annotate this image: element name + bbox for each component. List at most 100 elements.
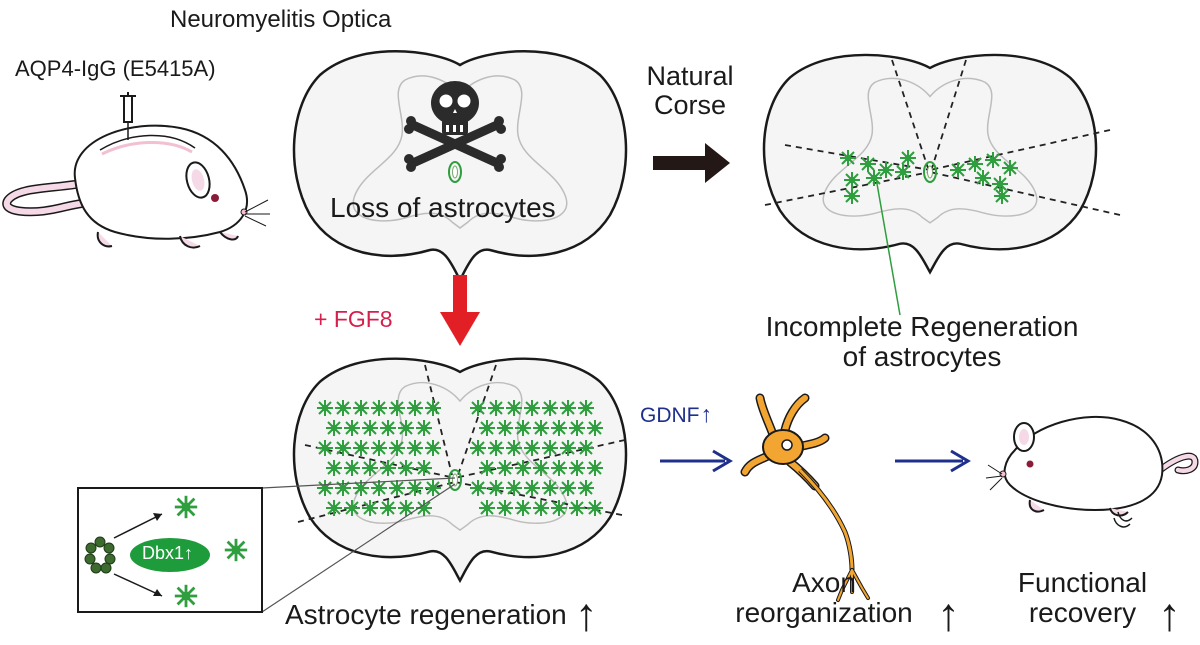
inset-callout-lines — [261, 477, 456, 613]
astrocyte — [361, 419, 379, 437]
progenitor-cells — [84, 536, 116, 574]
astrocyte — [487, 439, 505, 457]
astrocyte — [568, 499, 586, 517]
gdnf-up-arrow: ↑ — [700, 401, 713, 427]
astrocyte — [541, 439, 559, 457]
astrocyte — [523, 479, 541, 497]
gdnf-label: GDNF↑ — [640, 401, 713, 427]
astrocyte — [532, 459, 550, 477]
astrocyte — [523, 439, 541, 457]
fgf8-arrow — [440, 275, 480, 346]
dbx1-inset — [77, 487, 263, 613]
astrocyte — [505, 439, 523, 457]
astrocyte — [532, 499, 550, 517]
astrocyte — [496, 459, 514, 477]
astrocyte — [397, 499, 415, 517]
axon-label: Axon reorganization — [735, 567, 913, 629]
astrocyte — [325, 419, 343, 437]
recovery-up-arrow: ↑ — [1158, 588, 1181, 640]
astrocyte — [586, 499, 604, 517]
astrocyte — [568, 459, 586, 477]
mouse-icon — [2, 124, 270, 249]
astrocyte — [577, 439, 595, 457]
astrocyte — [343, 459, 361, 477]
astrocyte — [397, 459, 415, 477]
dbx1-label: Dbx1↑ — [142, 543, 194, 563]
astrocyte — [541, 399, 559, 417]
astrocyte — [325, 499, 343, 517]
astrocyte — [370, 439, 388, 457]
astrocyte — [406, 399, 424, 417]
astrocyte — [352, 399, 370, 417]
astrocyte — [352, 439, 370, 457]
astrocyte — [379, 419, 397, 437]
astrocyte — [487, 479, 505, 497]
spinal-cord-natural — [762, 53, 1098, 274]
astrocyte — [514, 499, 532, 517]
astrocyte — [559, 439, 577, 457]
astrocyte-icon — [173, 494, 199, 520]
astrocyte — [388, 439, 406, 457]
recovery-label: Functional recovery — [1017, 567, 1148, 629]
astrocyte — [388, 479, 406, 497]
astrocyte — [514, 419, 532, 437]
astrocyte — [325, 459, 343, 477]
astrocyte — [424, 479, 442, 497]
astrocyte — [397, 419, 415, 437]
astrocyte — [316, 479, 334, 497]
astrocyte — [469, 439, 487, 457]
lesion-boundary-lines — [764, 59, 1121, 216]
astrocyte — [478, 419, 496, 437]
neuron-icon — [740, 393, 870, 602]
astrocyte — [541, 479, 559, 497]
axon-up-arrow: ↑ — [937, 588, 960, 640]
regeneration-label: Astrocyte regeneration↑ — [285, 588, 598, 640]
astrocyte — [478, 499, 496, 517]
astrocyte — [379, 459, 397, 477]
incomplete-regeneration-label: Incomplete Regeneration of astrocytes — [765, 311, 1079, 373]
gdnf-arrow — [660, 449, 733, 473]
astrocyte — [496, 419, 514, 437]
astrocyte — [550, 419, 568, 437]
astrocyte — [586, 419, 604, 437]
astrocyte — [487, 399, 505, 417]
astrocyte — [379, 499, 397, 517]
astrocyte — [343, 419, 361, 437]
injection-label: AQP4-IgG (E5415A) — [15, 56, 216, 81]
astrocyte — [505, 479, 523, 497]
astrocyte — [469, 479, 487, 497]
natural-course-arrow — [653, 143, 730, 183]
diagram-title: Neuromyelitis Optica — [170, 6, 392, 33]
astrocyte — [361, 459, 379, 477]
astrocyte — [316, 399, 334, 417]
syringe-icon — [120, 92, 136, 140]
astrocyte — [568, 419, 586, 437]
astrocyte — [343, 499, 361, 517]
regeneration-up-arrow: ↑ — [574, 588, 598, 640]
astrocyte — [415, 419, 433, 437]
lesion-label: Loss of astrocytes — [330, 192, 556, 223]
astrocyte — [415, 459, 433, 477]
skull-crossbones-icon — [404, 81, 506, 172]
astrocyte — [469, 399, 487, 417]
astrocyte — [586, 459, 604, 477]
astrocyte — [496, 499, 514, 517]
astrocyte — [505, 399, 523, 417]
astrocyte — [514, 459, 532, 477]
astrocyte — [532, 419, 550, 437]
astrocyte — [577, 479, 595, 497]
callout-line — [875, 177, 901, 316]
astrocyte — [370, 399, 388, 417]
recovery-arrow — [895, 449, 971, 473]
astrocyte — [334, 399, 352, 417]
astrocyte — [424, 439, 442, 457]
recovered-mouse-icon — [985, 415, 1199, 528]
fgf8-label: + FGF8 — [314, 306, 393, 332]
astrocyte — [550, 499, 568, 517]
astrocyte — [406, 439, 424, 457]
astrocyte — [559, 399, 577, 417]
astrocyte — [361, 499, 379, 517]
astrocyte — [523, 399, 541, 417]
astrocyte — [478, 459, 496, 477]
